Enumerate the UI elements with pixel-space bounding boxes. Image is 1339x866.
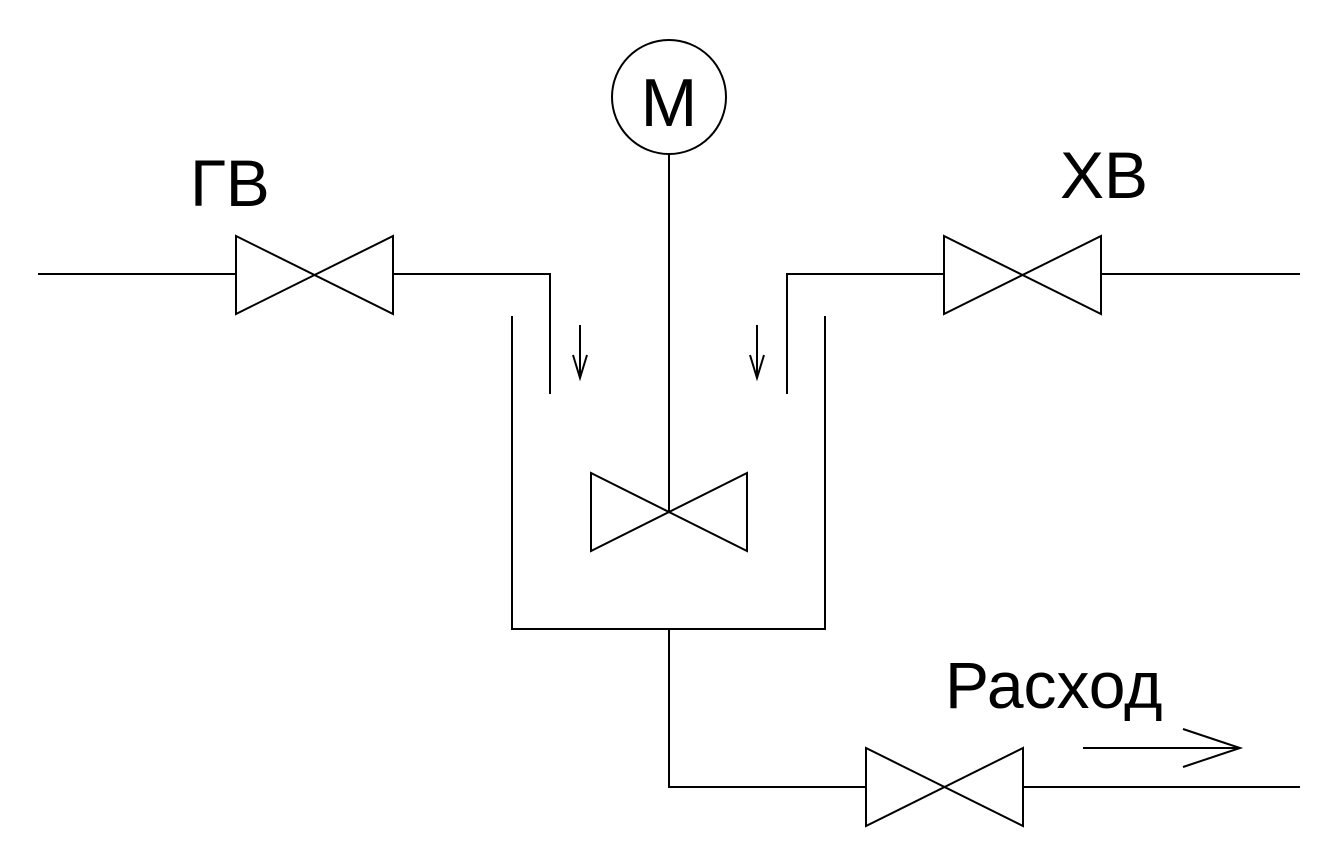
outflow-line: Расход <box>668 629 1300 828</box>
cold-water-pipe-left <box>786 273 944 394</box>
outlet-pipe-left <box>668 629 866 788</box>
motor-assembly: М <box>590 39 748 553</box>
outflow-arrow <box>1083 728 1244 768</box>
stirrer-impeller <box>590 471 748 553</box>
hot-water-valve <box>235 234 394 316</box>
cold-water-inlet: ХВ <box>786 138 1300 394</box>
outlet-valve <box>865 746 1024 828</box>
hot-water-label: ГВ <box>190 146 270 220</box>
inflow-arrows <box>572 325 765 382</box>
hot-water-pipe-right <box>393 273 551 394</box>
cold-water-label: ХВ <box>1060 138 1148 212</box>
flow-out-label: Расход <box>945 648 1163 722</box>
hot-inflow-arrow <box>572 325 588 382</box>
hot-water-inlet: ГВ <box>38 146 551 394</box>
cold-water-valve <box>943 234 1102 316</box>
cold-inflow-arrow <box>749 325 765 382</box>
motor-label: М <box>641 65 698 141</box>
